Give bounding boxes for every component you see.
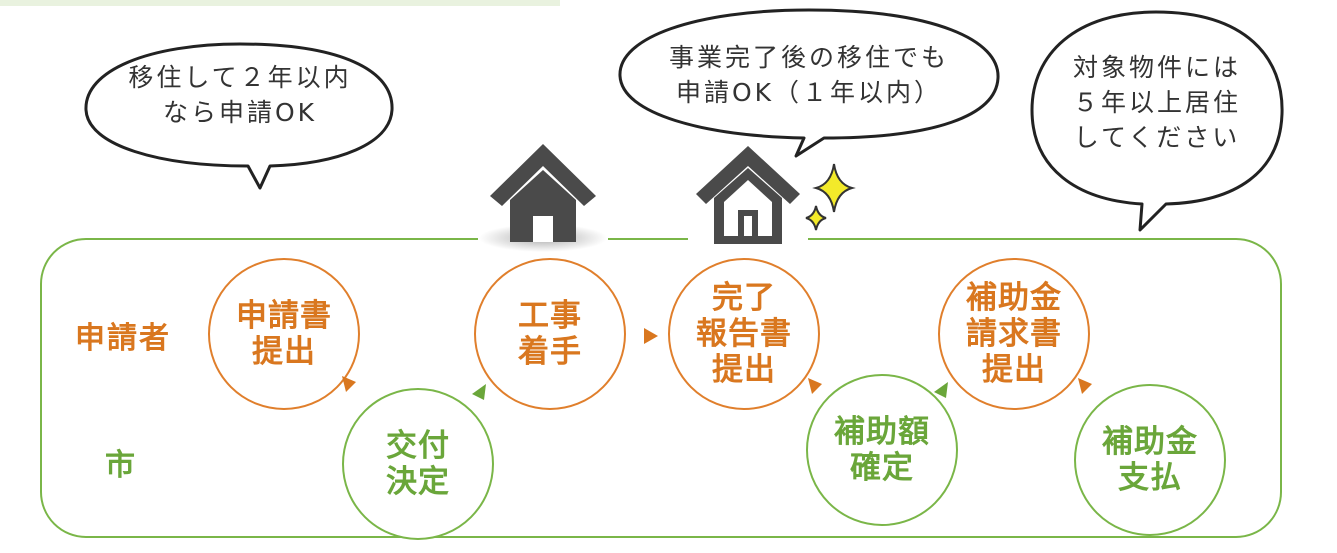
node-construction-start-label: 工事 着手 <box>518 298 582 370</box>
arrow-apply-to-grant <box>342 376 356 392</box>
row-label-applicant: 申請者 <box>75 321 171 356</box>
node-application-submission: 申請書 提出 <box>208 258 360 410</box>
arrow-invoice-to-payment <box>1078 378 1092 394</box>
node-grant-decision: 交付 決定 <box>342 388 494 540</box>
node-completion-report: 完了 報告書 提出 <box>668 258 820 410</box>
node-amount-confirmation: 補助額 確定 <box>806 374 958 526</box>
house-icon <box>479 144 607 252</box>
node-subsidy-payment-label: 補助金 支払 <box>1102 424 1198 496</box>
node-application-submission-label: 申請書 提出 <box>236 298 332 370</box>
bubble-middle-text: 事業完了後の移住でも 申請OK（１年以内） <box>668 43 949 107</box>
arrow-construction-to-completion <box>644 328 658 344</box>
node-subsidy-payment: 補助金 支払 <box>1074 384 1226 536</box>
node-invoice-submission: 補助金 請求書 提出 <box>938 258 1090 410</box>
arrow-completion-to-amount <box>808 378 822 394</box>
node-amount-confirmation-label: 補助額 確定 <box>834 414 930 486</box>
speech-bubble-left <box>84 42 394 190</box>
node-grant-decision-label: 交付 決定 <box>386 428 450 500</box>
speech-bubble-right <box>1030 10 1284 232</box>
sparkle-icon <box>805 163 856 231</box>
speech-bubble-middle <box>618 8 1000 158</box>
row-label-city: 市 <box>105 448 137 483</box>
node-completion-report-label: 完了 報告書 提出 <box>696 280 792 388</box>
bubble-right-text: 対象物件には ５年以上居住 してください <box>1072 53 1241 152</box>
arrow-amount-to-invoice <box>934 382 948 398</box>
process-frame <box>40 238 1282 538</box>
top-decoration-line <box>0 0 560 6</box>
node-construction-start: 工事 着手 <box>474 258 626 410</box>
house-outline-icon <box>696 146 800 244</box>
arrow-grant-to-construction <box>472 384 486 400</box>
node-invoice-submission-label: 補助金 請求書 提出 <box>966 280 1062 388</box>
bubble-left-text: 移住して２年以内 なら申請OK <box>128 63 352 127</box>
